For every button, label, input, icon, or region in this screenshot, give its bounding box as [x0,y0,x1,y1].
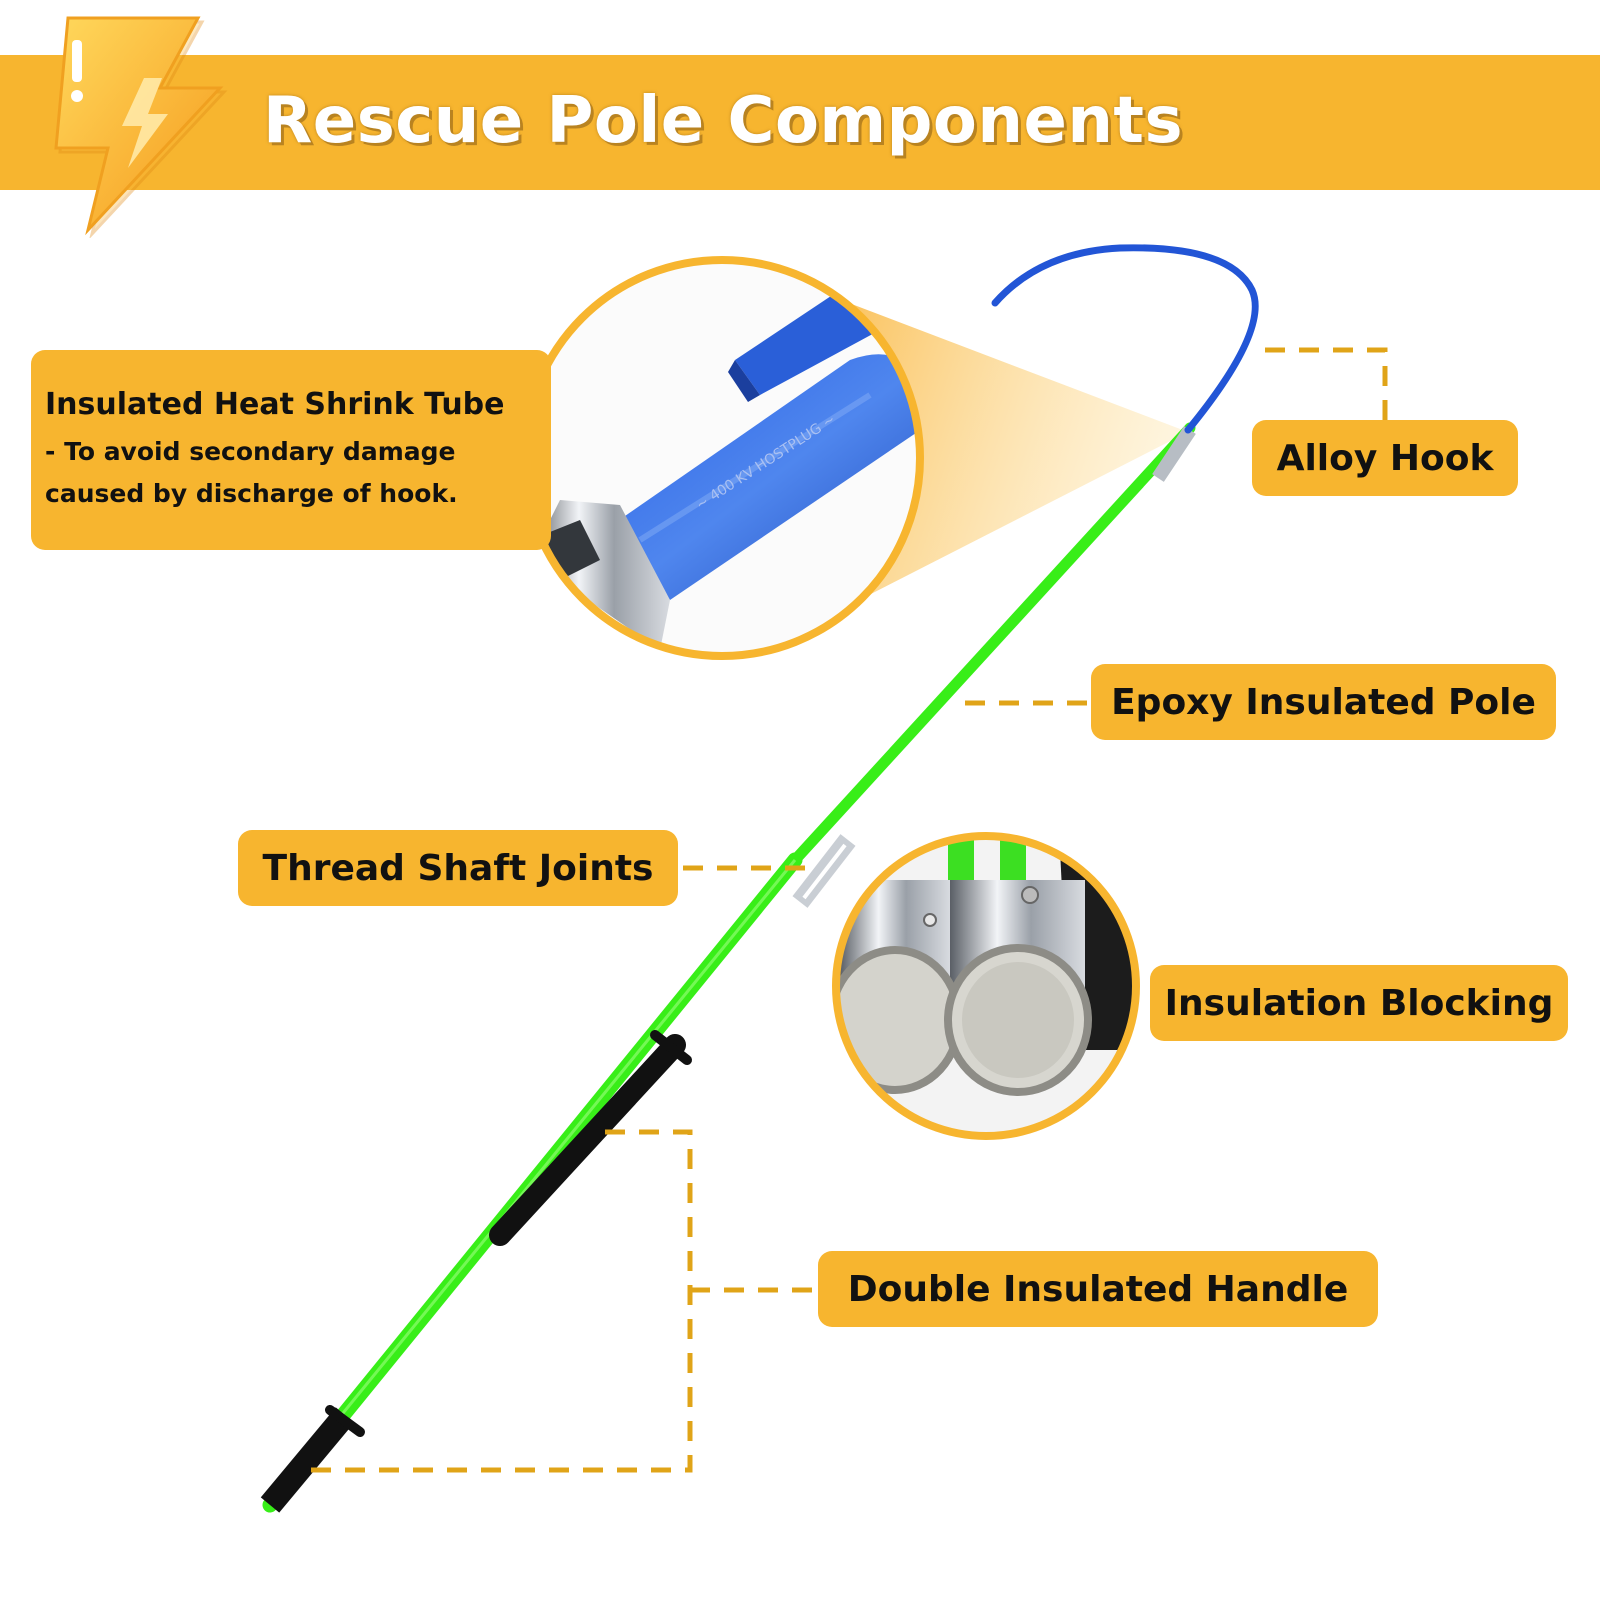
leader-handle [310,1129,818,1473]
alloy-hook-label: Alloy Hook [1252,420,1518,496]
epoxy-insulated-pole-label: Epoxy Insulated Pole [1091,664,1556,740]
rescue-pole [260,244,1259,1513]
pole-upper-section [789,422,1196,866]
insulation-blocking-detail-image [832,832,1140,1140]
zoom-cone [820,292,1188,620]
end-cap [260,1407,355,1513]
heat-shrink-tube-title: Insulated Heat Shrink Tube [45,387,505,422]
double-insulated-handle-label: Double Insulated Handle [818,1251,1378,1327]
page-title: Rescue Pole Components [263,84,1184,158]
end-cap-ring [325,1405,365,1437]
heat-shrink-detail-image: ~ 400 KV HOSTPLUG ~ [520,256,924,660]
heat-shrink-tube-description: - To avoid secondary damage caused by di… [45,437,458,508]
handle-grip [489,1034,686,1246]
alloy-hook [991,244,1259,434]
thread-shaft-joints-label: Thread Shaft Joints [238,830,678,906]
insulation-blocking-label: Insulation Blocking [1150,965,1568,1041]
handle-ring-top [650,1030,692,1065]
title-banner [0,55,1600,190]
lightning-warning-icon [54,16,228,238]
leader-alloy-hook [1265,347,1388,422]
heat-shrink-tube-label: Insulated Heat Shrink Tube - To avoid se… [31,350,551,550]
